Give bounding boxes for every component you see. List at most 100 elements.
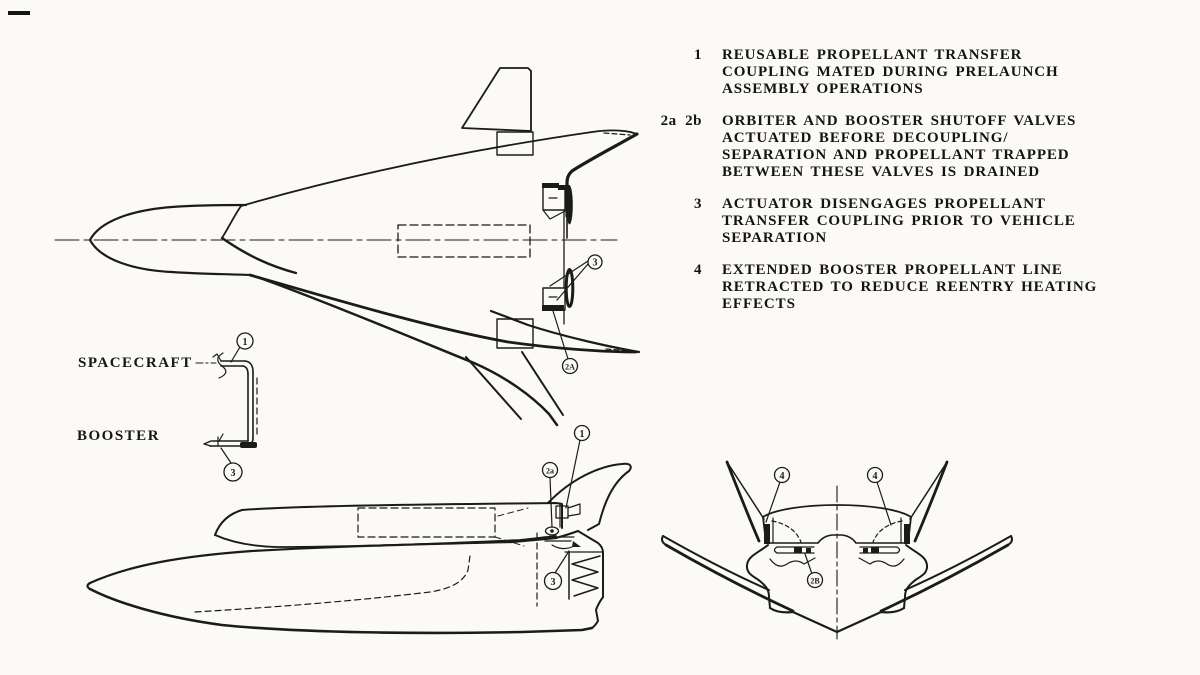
callout-circle-2b bbox=[806, 571, 824, 589]
booster-tank-hidden-line bbox=[194, 555, 471, 613]
hidden-line-rear-upper bbox=[497, 507, 529, 517]
nozzle-scallops-left bbox=[769, 557, 816, 567]
callout-circle-4-left bbox=[773, 466, 791, 484]
coupling-flange-block bbox=[240, 442, 257, 448]
legend-item-2a-2b: 2a 2b ORBITER AND BOOSTER SHUTOFF VALVES… bbox=[640, 113, 1170, 181]
coupling-bar bbox=[542, 305, 564, 311]
booster-flank-right bbox=[903, 544, 929, 609]
callout-label: 4 bbox=[780, 471, 785, 482]
propellant-line-end bbox=[566, 185, 573, 225]
leader-line bbox=[552, 310, 569, 360]
valve-block bbox=[871, 547, 879, 553]
leader-line bbox=[565, 439, 581, 509]
actuator-hook bbox=[551, 544, 573, 550]
propellant-line-right-bar bbox=[904, 524, 910, 544]
leader-line bbox=[230, 346, 241, 363]
orbiter-top-outline bbox=[214, 502, 563, 536]
callout-label: 3 bbox=[231, 468, 236, 479]
orbiter-wingtip bbox=[591, 129, 638, 135]
booster-fairing-line bbox=[258, 276, 559, 427]
booster-wing-trailing-edge bbox=[489, 309, 641, 354]
pipe-elbow-top bbox=[242, 360, 254, 375]
booster-bottom-keel bbox=[768, 606, 906, 634]
foot-arrow-tip bbox=[203, 440, 212, 447]
orbiter-wing-trailing-edge bbox=[565, 132, 639, 218]
booster-wing-leading-edge bbox=[248, 273, 638, 354]
legend-item-number: 1 bbox=[694, 47, 702, 63]
nozzle-chevrons bbox=[571, 555, 601, 597]
retraction-arc-right bbox=[872, 520, 903, 543]
booster-wing-right-lower bbox=[879, 543, 1010, 613]
propellant-tube-left bbox=[773, 546, 815, 554]
coupling-box bbox=[555, 505, 569, 519]
leader-line bbox=[220, 447, 232, 464]
scan-artifact-dash bbox=[8, 11, 30, 15]
leader-line bbox=[876, 481, 892, 526]
legend-item-number: 2a 2b bbox=[660, 113, 702, 129]
orbiter-belly-line bbox=[220, 236, 298, 275]
legend-item-4: 4 EXTENDED BOOSTER PROPELLANT LINE RETRA… bbox=[640, 262, 1170, 313]
orbiter-body-arc bbox=[762, 504, 912, 518]
booster-wing-right-upper bbox=[904, 535, 1012, 591]
orbiter-nose-upper bbox=[221, 205, 242, 239]
valve-block-2 bbox=[863, 548, 868, 553]
callout-label: 4 bbox=[873, 471, 878, 482]
tube-cap bbox=[773, 546, 778, 554]
orbiter-rudder-base bbox=[496, 131, 534, 156]
tube-cap bbox=[896, 546, 901, 554]
callout-circle-1 bbox=[573, 424, 591, 442]
callout-circle-1 bbox=[236, 332, 254, 350]
coupling-detail-view: 1 3 bbox=[195, 332, 258, 482]
leader-line bbox=[804, 553, 813, 575]
legend-item-text: REUSABLE PROPELLANT TRANSFER COUPLING MA… bbox=[722, 47, 1059, 97]
leader-line bbox=[549, 260, 589, 301]
lower-coupling-assembly bbox=[542, 268, 575, 311]
propellant-line-left-bar bbox=[764, 524, 770, 544]
legend-item-text: ACTUATOR DISENGAGES PROPELLANT TRANSFER … bbox=[722, 196, 1076, 246]
booster-fin-base bbox=[496, 318, 534, 349]
booster-wingtip-dashes bbox=[605, 348, 634, 352]
callout-label: 2A bbox=[565, 363, 575, 372]
booster-nose-lower bbox=[88, 238, 252, 277]
transfer-coupling-hardware bbox=[542, 503, 581, 550]
legend-item-number: 4 bbox=[694, 262, 702, 278]
leader-line bbox=[765, 481, 781, 523]
leader-line bbox=[554, 550, 570, 574]
upper-coupling-assembly bbox=[542, 183, 573, 225]
top-view-mated-vehicles: 3 2A bbox=[54, 67, 641, 427]
booster-fin-sweep-2 bbox=[521, 351, 564, 416]
legend-item-number: 3 bbox=[694, 196, 702, 212]
callout-circle-2a bbox=[561, 357, 579, 375]
side-view-mated-vehicles: 1 2a 3 bbox=[86, 424, 632, 635]
booster-rear-outline bbox=[577, 530, 604, 629]
propellant-tube-right bbox=[859, 546, 901, 554]
break-tick-top bbox=[212, 353, 222, 362]
orbiter-tipfin-right-outer bbox=[913, 460, 949, 543]
orbiter-wing-leading-edge bbox=[240, 131, 593, 207]
booster-wing-left-lower bbox=[664, 543, 795, 613]
coupling-flap bbox=[542, 209, 566, 220]
payload-bay-outline bbox=[397, 224, 531, 258]
callout-circle-3 bbox=[543, 571, 563, 591]
callout-label: 1 bbox=[580, 429, 585, 440]
booster-wingtip-left bbox=[661, 535, 667, 546]
orbiter-wingtip-dashes bbox=[603, 132, 631, 136]
foot-flange-ticks bbox=[217, 433, 224, 447]
callout-label: 1 bbox=[243, 337, 248, 348]
pipe-horizontal bbox=[220, 360, 246, 367]
booster-top-outline bbox=[88, 529, 580, 585]
booster-wingtip-right bbox=[1007, 535, 1013, 546]
legend-item-text: EXTENDED BOOSTER PROPELLANT LINE RETRACT… bbox=[722, 262, 1098, 312]
legend-item-text: ORBITER AND BOOSTER SHUTOFF VALVES ACTUA… bbox=[722, 113, 1077, 180]
booster-fin-sweep-1 bbox=[465, 356, 522, 420]
legend-item-3: 3 ACTUATOR DISENGAGES PROPELLANT TRANSFE… bbox=[640, 196, 1170, 247]
valve-block-2 bbox=[806, 548, 811, 553]
callout-circle-3 bbox=[587, 254, 603, 270]
legend: 1 REUSABLE PROPELLANT TRANSFER COUPLING … bbox=[640, 47, 1170, 328]
legend-item-1: 1 REUSABLE PROPELLANT TRANSFER COUPLING … bbox=[640, 47, 1170, 98]
callout-circle-2a bbox=[541, 461, 559, 479]
retraction-arc-left bbox=[771, 520, 802, 543]
orbiter-fin bbox=[547, 462, 632, 531]
